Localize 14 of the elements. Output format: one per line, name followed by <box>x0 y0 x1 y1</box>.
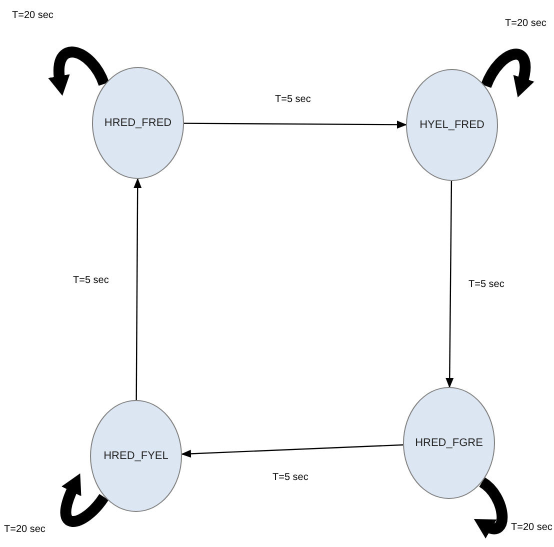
transition-arrow <box>184 120 407 129</box>
state-name: HRED_FGRE <box>415 436 483 451</box>
transition-arrow <box>446 180 454 388</box>
edge-label: T=5 sec <box>73 274 109 286</box>
state-name: HYEL_FRED <box>420 118 484 133</box>
transition-arrow <box>134 178 142 400</box>
self-loop-arrow <box>480 48 534 98</box>
self-loop-arrow <box>60 473 108 527</box>
transition-arrow <box>180 444 404 458</box>
state-name: HRED_FYEL <box>104 448 168 464</box>
self-loop-arrow <box>48 46 110 96</box>
edge-label: T=5 sec <box>272 472 308 484</box>
state-name: HRED_FRED <box>104 116 172 131</box>
self-loop-arrow <box>473 478 508 538</box>
